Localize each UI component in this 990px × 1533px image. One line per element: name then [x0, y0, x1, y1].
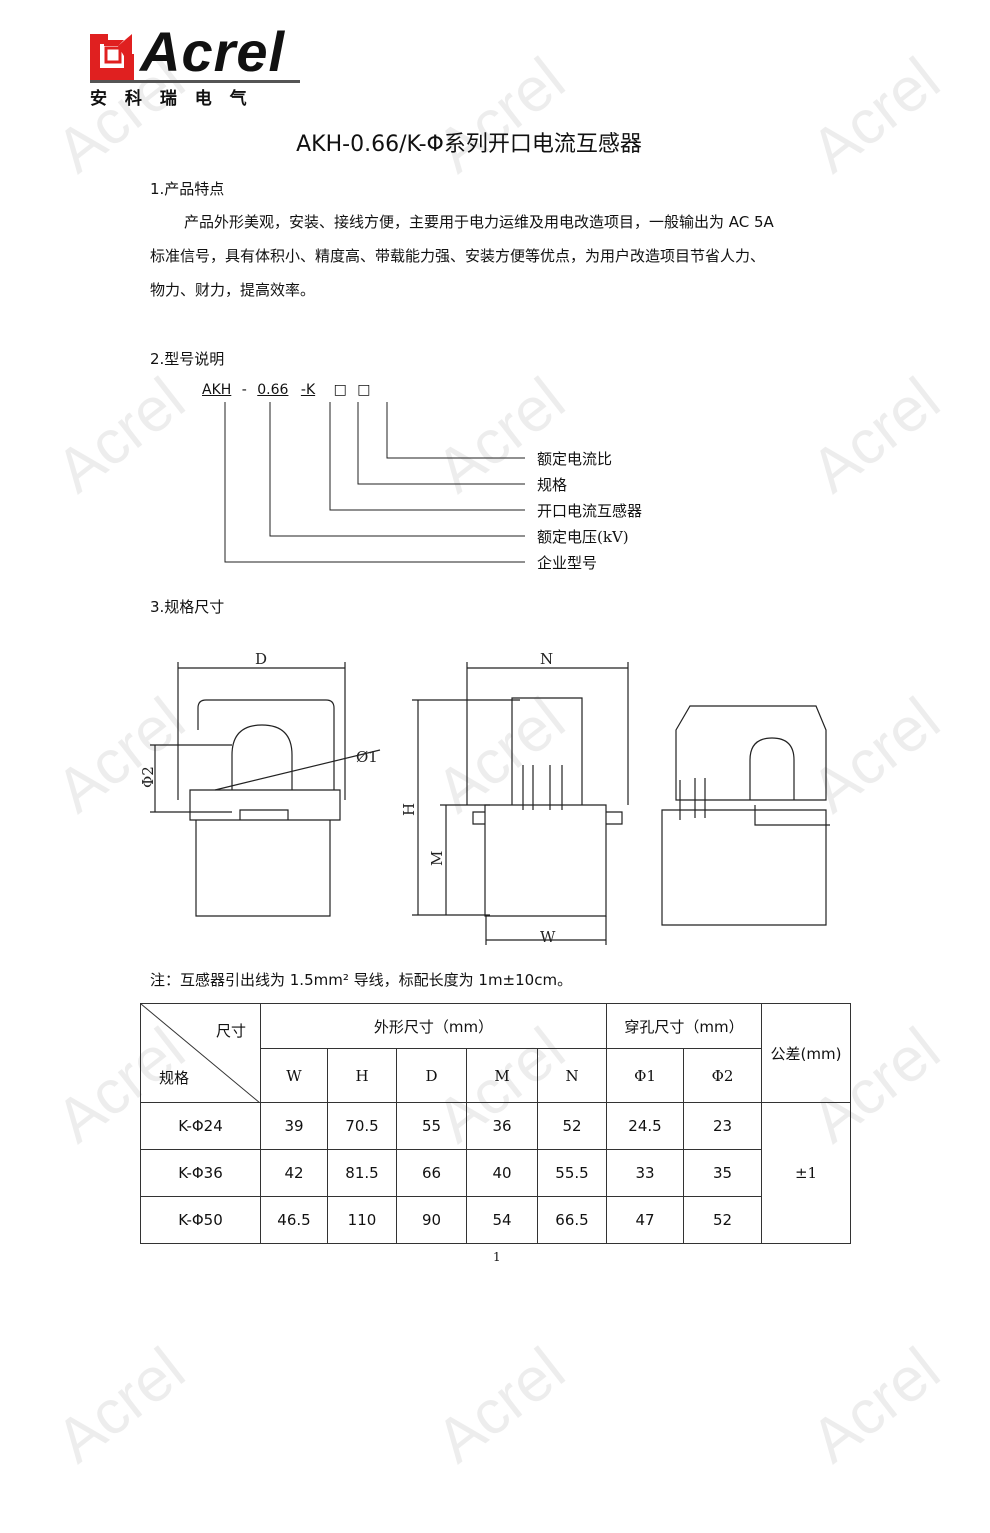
cell: 54: [466, 1196, 538, 1244]
dim-label-n: N: [540, 650, 553, 668]
cell: 70.5: [327, 1102, 397, 1150]
dim-label-d: D: [255, 650, 267, 668]
section-heading: 1.产品特点: [150, 180, 225, 198]
cell: 55: [396, 1102, 467, 1150]
section-heading: 2.型号说明: [150, 350, 225, 368]
code-part: -: [241, 382, 247, 398]
logo-chinese: 安 科 瑞 电 气: [90, 89, 253, 109]
logo-mark-icon: [90, 34, 134, 80]
code-part: 0.66: [257, 382, 289, 398]
dim-label-phi2: Φ2: [139, 766, 157, 788]
dim-label-m: M: [428, 851, 446, 866]
dim-label-h: H: [400, 803, 418, 816]
group-header: 穿孔尺寸（mm）: [606, 1003, 762, 1049]
code-part: AKH: [202, 382, 232, 398]
tolerance-value: ±1: [761, 1102, 851, 1244]
code-part: □: [333, 382, 347, 398]
cell: 47: [606, 1196, 684, 1244]
cell: 33: [606, 1149, 684, 1197]
watermark: Acrel: [423, 1334, 578, 1477]
watermark: Acrel: [43, 1334, 198, 1477]
group-header: 外形尺寸（mm）: [260, 1003, 607, 1049]
cell: 42: [260, 1149, 328, 1197]
code-part: □: [357, 382, 371, 398]
col-header: N: [537, 1048, 607, 1103]
page-number: 1: [493, 1250, 501, 1264]
watermark: Acrel: [798, 1334, 953, 1477]
dimension-drawings: D N Ø1 Φ2 H M W: [139, 650, 830, 946]
cell: 52: [537, 1102, 607, 1150]
col-header: W: [260, 1048, 328, 1103]
cell: K-Φ36: [140, 1149, 261, 1197]
cell: 66.5: [537, 1196, 607, 1244]
dim-label-phi1: Ø1: [356, 748, 378, 766]
paragraph-line: 物力、财力，提高效率。: [150, 281, 316, 299]
model-leader-lines: [224, 402, 525, 563]
cell: 46.5: [260, 1196, 328, 1244]
model-label: 规格: [537, 476, 568, 494]
tolerance-header: 公差(mm): [761, 1003, 851, 1103]
cell: 90: [396, 1196, 467, 1244]
cell: 23: [683, 1102, 762, 1150]
model-label: 额定电流比: [537, 450, 613, 468]
spec-table: 尺寸 规格 外形尺寸（mm） 穿孔尺寸（mm） 公差(mm) W H D M N…: [140, 1003, 851, 1244]
page-title: AKH-0.66/K-Φ系列开口电流互感器: [296, 132, 642, 157]
col-header: M: [466, 1048, 538, 1103]
cell: 55.5: [537, 1149, 607, 1197]
wire-note: 注：互感器引出线为 1.5mm² 导线，标配长度为 1m±10cm。: [150, 971, 573, 989]
cell: 24.5: [606, 1102, 684, 1150]
col-header: Φ2: [683, 1048, 762, 1103]
col-header: Φ1: [606, 1048, 684, 1103]
col-header: D: [396, 1048, 467, 1103]
cell: 110: [327, 1196, 397, 1244]
cell: 36: [466, 1102, 538, 1150]
corner-cell: 尺寸 规格: [140, 1003, 261, 1103]
model-code: AKH - 0.66 -K □ □: [202, 382, 371, 398]
model-label: 额定电压(kV): [537, 528, 629, 546]
corner-bottom: 规格: [159, 1069, 190, 1087]
corner-top: 尺寸: [215, 1022, 246, 1040]
col-header: H: [327, 1048, 397, 1103]
cell: 66: [396, 1149, 467, 1197]
section-heading: 3.规格尺寸: [150, 598, 225, 616]
paragraph-line: 产品外形美观，安装、接线方便，主要用于电力运维及用电改造项目，一般输出为 AC …: [184, 213, 774, 231]
paragraph-line: 标准信号，具有体积小、精度高、带载能力强、安装方便等优点，为用户改造项目节省人力…: [150, 247, 766, 265]
logo-text: Acrel: [140, 20, 286, 83]
code-part: -K: [300, 382, 316, 398]
cell: K-Φ50: [140, 1196, 261, 1244]
cell: 52: [683, 1196, 762, 1244]
cell: 39: [260, 1102, 328, 1150]
cell: 35: [683, 1149, 762, 1197]
cell: K-Φ24: [140, 1102, 261, 1150]
model-label: 企业型号: [537, 554, 598, 572]
model-label: 开口电流互感器: [537, 502, 643, 520]
cell: 81.5: [327, 1149, 397, 1197]
section-body: 产品外形美观，安装、接线方便，主要用于电力运维及用电改造项目，一般输出为 AC …: [150, 205, 850, 307]
cell: 40: [466, 1149, 538, 1197]
dim-label-w: W: [540, 928, 556, 946]
